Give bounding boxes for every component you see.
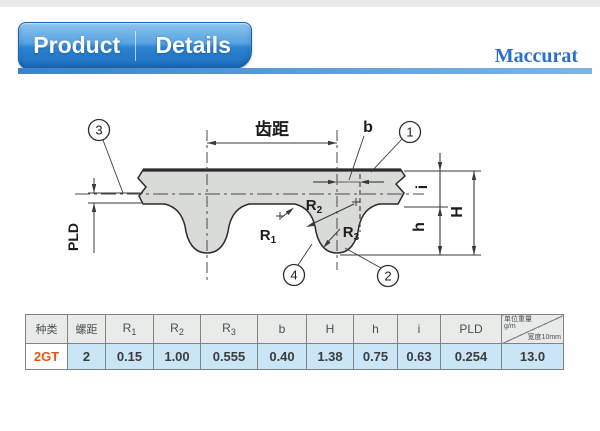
- callout-3: 3: [87, 118, 124, 194]
- i-label: i: [414, 185, 431, 189]
- header-r2: R2: [153, 314, 201, 344]
- header-b: b: [257, 314, 307, 344]
- pld-dimension: [88, 178, 143, 253]
- callout-2-number: 2: [384, 269, 391, 284]
- pitch-dimension: [207, 140, 337, 146]
- i-h-dimension: [437, 153, 443, 255]
- value-unit-weight: 13.0: [501, 343, 564, 370]
- value-H: 1.38: [306, 343, 354, 370]
- tab-product[interactable]: Product: [33, 32, 121, 58]
- value-b: 0.40: [257, 343, 307, 370]
- callout-2: 2: [344, 247, 400, 288]
- callout-3-number: 3: [95, 123, 102, 138]
- tab-details[interactable]: Details: [155, 32, 231, 58]
- pld-label: PLD: [65, 223, 81, 251]
- callout-1: 1: [370, 120, 422, 173]
- header-i: i: [397, 314, 441, 344]
- b-label: b: [363, 119, 373, 136]
- spec-table-value-row: 2GT 2 0.15 1.00 0.555 0.40 1.38 0.75 0.6…: [25, 343, 564, 370]
- r2-label: R2: [306, 197, 323, 216]
- value-i: 0.63: [397, 343, 441, 370]
- H-dimension: [471, 171, 477, 255]
- r3-label: R3: [343, 224, 360, 243]
- header-r1: R1: [105, 314, 154, 344]
- header-pitch: 螺距: [67, 314, 106, 344]
- header-underline-bar: [18, 68, 592, 74]
- tab-divider: [134, 30, 136, 61]
- header-H: H: [306, 314, 354, 344]
- value-pitch: 2: [67, 343, 106, 370]
- page-top-strip: [0, 0, 600, 7]
- header-r3: R3: [200, 314, 258, 344]
- right-extension-lines: [340, 170, 481, 256]
- brand-logo-text: Maccurat: [494, 45, 578, 67]
- r1-annotation: [276, 207, 294, 220]
- header-pld: PLD: [440, 314, 502, 344]
- value-r2: 1.00: [153, 343, 201, 370]
- value-type: 2GT: [25, 343, 68, 370]
- belt-profile-diagram: 齿距 b PLD: [65, 118, 481, 288]
- value-r3: 0.555: [200, 343, 258, 370]
- r1-label: R1: [260, 227, 277, 246]
- r3-annotation: [323, 228, 341, 248]
- value-r1: 0.15: [105, 343, 154, 370]
- pitch-label: 齿距: [255, 119, 289, 139]
- callout-4-number: 4: [290, 268, 297, 283]
- value-pld: 0.254: [440, 343, 502, 370]
- callout-4: 4: [282, 243, 313, 287]
- value-h: 0.75: [353, 343, 398, 370]
- H-label: H: [449, 206, 466, 218]
- h-label: h: [411, 222, 428, 232]
- r2-annotation: [306, 198, 360, 227]
- b-dimension: [313, 135, 384, 232]
- belt-profile: [137, 169, 406, 254]
- header-h: h: [353, 314, 398, 344]
- header-type: 种类: [25, 314, 68, 344]
- header-tab: Product Details: [18, 22, 252, 69]
- callout-1-number: 1: [406, 125, 413, 140]
